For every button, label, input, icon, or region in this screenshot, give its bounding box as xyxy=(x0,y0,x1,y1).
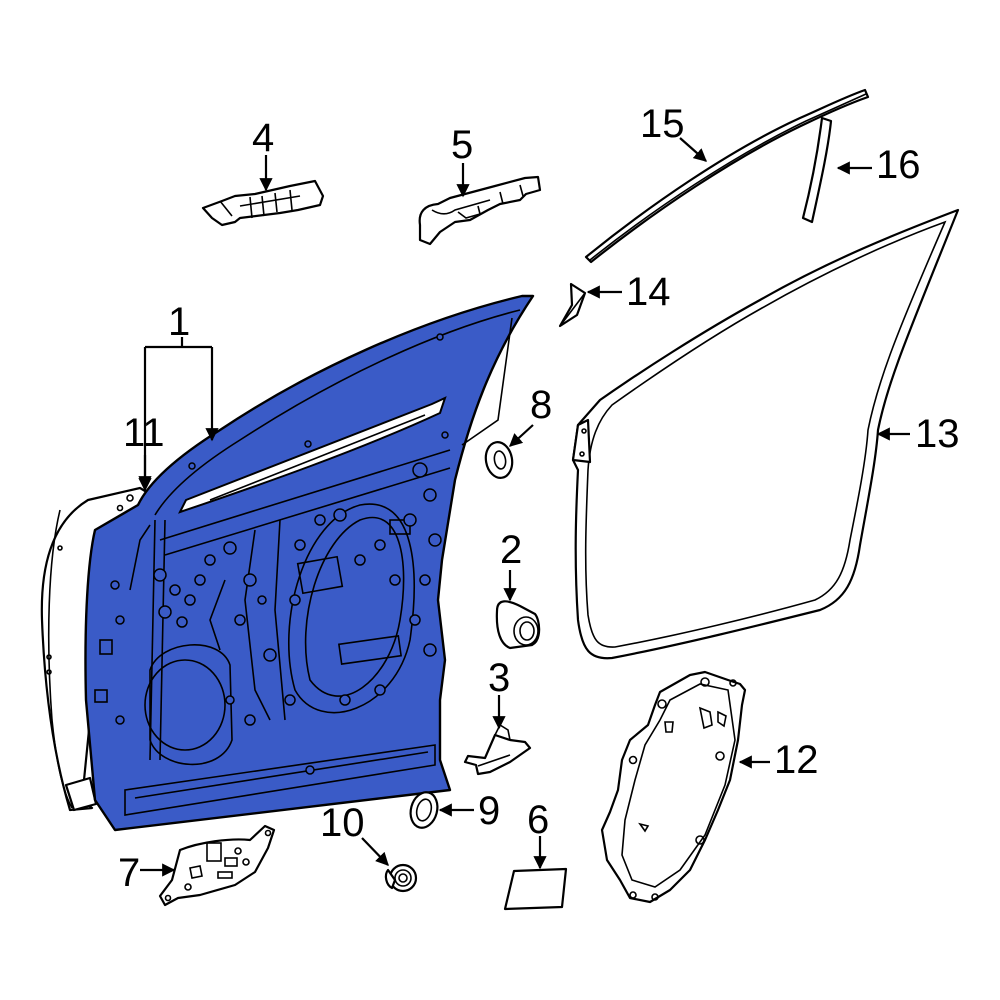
callout-14[interactable]: 14 xyxy=(626,270,671,314)
callout-6[interactable]: 6 xyxy=(527,798,550,842)
callout-15[interactable]: 15 xyxy=(640,102,685,146)
callout-12[interactable]: 12 xyxy=(774,738,819,782)
callout-7[interactable]: 7 xyxy=(118,851,141,895)
callout-4[interactable]: 4 xyxy=(252,116,275,160)
check-link-bracket-3[interactable] xyxy=(463,723,532,776)
callout-11[interactable]: 11 xyxy=(123,411,165,455)
callout-3[interactable]: 3 xyxy=(488,656,511,700)
bracket-5[interactable] xyxy=(418,175,542,246)
upper-molding-15[interactable] xyxy=(584,88,870,264)
service-hole-cover-12[interactable] xyxy=(600,670,747,904)
callout-1[interactable]: 1 xyxy=(168,300,191,344)
callout-5[interactable]: 5 xyxy=(451,123,474,167)
grommet-8[interactable] xyxy=(483,440,515,480)
bumper-stop-2[interactable] xyxy=(495,600,541,650)
patch-pad-6[interactable] xyxy=(503,867,568,911)
corner-piece-14[interactable] xyxy=(558,282,587,328)
weatherstrip-13[interactable] xyxy=(571,208,960,660)
callout-13[interactable]: 13 xyxy=(915,412,960,456)
callout-10[interactable]: 10 xyxy=(320,801,365,845)
pillar-garnish-16[interactable] xyxy=(801,116,833,224)
callout-9[interactable]: 9 xyxy=(478,789,501,833)
grommet-9[interactable] xyxy=(407,789,441,831)
lock-mount-plate-7[interactable] xyxy=(158,824,276,907)
callout-2[interactable]: 2 xyxy=(500,528,523,572)
door-shell-1[interactable] xyxy=(84,294,535,832)
plug-clip-10[interactable] xyxy=(384,863,418,893)
callout-16[interactable]: 16 xyxy=(876,143,921,187)
callout-8[interactable]: 8 xyxy=(530,383,553,427)
bracket-4[interactable] xyxy=(201,179,325,227)
leader-lines xyxy=(138,137,910,877)
